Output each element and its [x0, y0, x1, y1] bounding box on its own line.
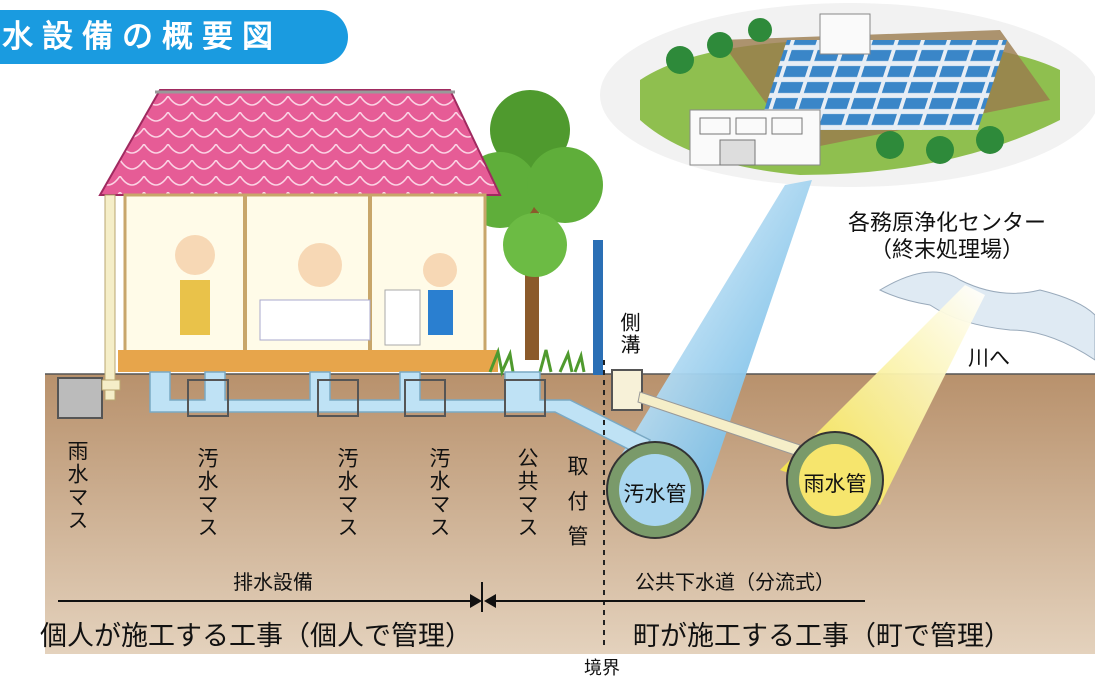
sewage-masu-label-3: 汚水マス — [427, 447, 451, 539]
boundary-label: 境界 — [584, 658, 620, 679]
grass-tufts — [488, 346, 586, 377]
rain-pipe-label: 雨水管 — [803, 472, 867, 496]
rain-masu-label: 雨水マス — [65, 440, 89, 532]
treatment-center-illustration — [600, 3, 1095, 187]
private-work-label: 個人が施工する工事（個人で管理） — [40, 621, 472, 652]
town-work-label: 町が施工する工事（町で管理） — [633, 621, 1011, 652]
house-illustration — [98, 89, 502, 401]
rain-masu — [57, 377, 103, 419]
side-ditch-label: 側溝 — [617, 312, 641, 356]
sewage-pipe-network — [149, 371, 652, 456]
sewage-pipe-label: 汚水管 — [623, 482, 687, 506]
connection-pipe-label: 取付管 — [565, 455, 589, 560]
public-system-label: 公共下水道（分流式） — [635, 570, 835, 594]
sewage-masu-label-1: 汚水マス — [195, 447, 219, 539]
treatment-center-sub: （終末処理場） — [870, 238, 1025, 263]
sewage-masu-label-2: 汚水マス — [335, 447, 359, 539]
side-ditch-box — [611, 369, 643, 411]
public-arrow — [484, 594, 496, 608]
sewage-beam — [612, 180, 812, 510]
sewage-pipe-inner — [619, 454, 691, 526]
rain-pipe-inner — [799, 444, 871, 516]
title-banner: 水設備の概要図 — [0, 10, 348, 64]
blue-post — [593, 240, 603, 375]
treatment-center-name: 各務原浄化センター — [848, 211, 1047, 236]
public-masu-label: 公共マス — [515, 447, 539, 539]
river-label: 川へ — [968, 346, 1010, 370]
private-arrow — [470, 594, 482, 608]
rain-downpipe — [101, 379, 121, 391]
private-system-label: 排水設備 — [233, 570, 313, 594]
river-illustration — [878, 271, 1095, 361]
